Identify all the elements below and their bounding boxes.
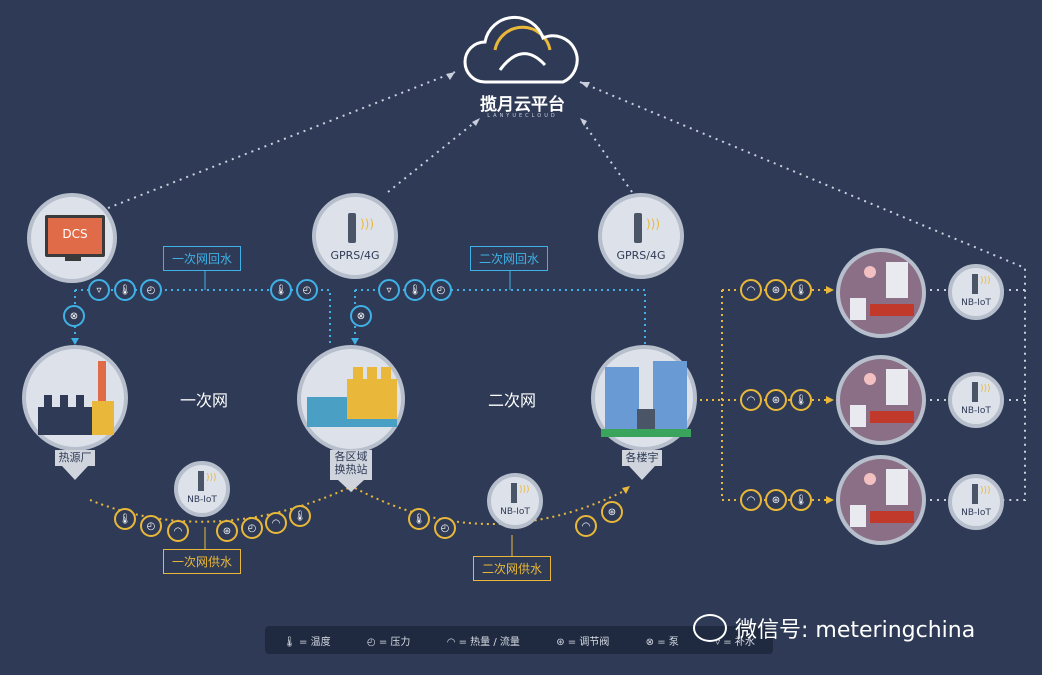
nbiot-node-room-3: ))) NB-IoT bbox=[948, 474, 1004, 530]
nbiot-node-room-2: ))) NB-IoT bbox=[948, 372, 1004, 428]
wechat-icon bbox=[693, 614, 727, 642]
legend-item-flow: ◠ = 热量 / 流量 bbox=[446, 636, 520, 648]
thermometer-icon: 🌡 bbox=[270, 279, 292, 301]
gprs-node-right: ))) GPRS/4G bbox=[598, 193, 684, 279]
makeup-water-icon: ▿ bbox=[88, 279, 110, 301]
flow-meter-icon: ◠ bbox=[167, 520, 189, 542]
antenna-icon bbox=[972, 484, 978, 504]
gauge-icon: ◴ bbox=[140, 515, 162, 537]
factory-icon bbox=[38, 361, 114, 435]
nbiot-node-room-1: ))) NB-IoT bbox=[948, 264, 1004, 320]
thermometer-icon: 🌡 bbox=[404, 279, 426, 301]
antenna-icon bbox=[634, 213, 642, 243]
nbiot-room-2-label: NB-IoT bbox=[961, 406, 991, 416]
makeup-water-icon: ▿ bbox=[378, 279, 400, 301]
nbiot-room-1-label: NB-IoT bbox=[961, 298, 991, 308]
room-icon bbox=[850, 369, 914, 427]
watermark: 微信号: meteringchina bbox=[693, 612, 975, 644]
room-node-1 bbox=[836, 248, 926, 338]
heat-source-label: 热源厂 bbox=[55, 450, 95, 466]
dcs-label: DCS bbox=[62, 227, 88, 241]
pump-icon: ⊗ bbox=[350, 305, 372, 327]
room-icon bbox=[850, 262, 914, 320]
primary-return-label: 一次网回水 bbox=[163, 246, 242, 271]
thermometer-icon: 🌡 bbox=[790, 389, 812, 411]
line-primary-return bbox=[75, 289, 331, 345]
gprs-node-left: ))) GPRS/4G bbox=[312, 193, 398, 279]
gauge-icon: ◴ bbox=[140, 279, 162, 301]
line-gprs-right-cloud bbox=[579, 117, 633, 193]
antenna-icon bbox=[972, 274, 978, 294]
pump-icon: ⊗ bbox=[63, 305, 85, 327]
heat-source-node bbox=[22, 345, 128, 451]
legend-item-makeup: ▿ = 补水 bbox=[715, 636, 755, 648]
gauge-icon: ◴ bbox=[434, 517, 456, 539]
nbiot-node-primary: ))) NB-IoT bbox=[174, 461, 230, 517]
nbiot-node-secondary: ))) NB-IoT bbox=[487, 473, 543, 529]
primary-supply-label: 一次网供水 bbox=[163, 549, 242, 574]
nbiot-primary-label: NB-IoT bbox=[187, 495, 217, 505]
valve-icon: ⊛ bbox=[765, 389, 787, 411]
antenna-icon bbox=[972, 382, 978, 402]
antenna-icon bbox=[511, 483, 517, 503]
line-gprs-left-cloud bbox=[387, 117, 481, 193]
valve-icon: ⊛ bbox=[216, 520, 238, 542]
antenna-icon bbox=[198, 471, 204, 491]
gauge-icon: ◴ bbox=[430, 279, 452, 301]
cloud-logo-icon bbox=[463, 15, 579, 84]
heat-exchange-station-icon bbox=[307, 367, 397, 427]
flow-meter-icon: ◠ bbox=[265, 512, 287, 534]
gprs-right-label: GPRS/4G bbox=[616, 249, 666, 262]
station-node bbox=[297, 345, 405, 453]
buildings-label: 各楼宇 bbox=[622, 450, 662, 466]
flow-meter-icon: ◠ bbox=[575, 515, 597, 537]
thermometer-icon: 🌡 bbox=[790, 279, 812, 301]
legend-item-pressure: ◴ = 压力 bbox=[366, 636, 411, 648]
thermometer-icon: 🌡 bbox=[289, 505, 311, 527]
legend: 🌡 = 温度 ◴ = 压力 ◠ = 热量 / 流量 ⊛ = 调节阀 ⊗ = 泵 … bbox=[265, 626, 773, 654]
antenna-icon bbox=[348, 213, 356, 243]
room-node-3 bbox=[836, 455, 926, 545]
primary-network-title: 一次网 bbox=[180, 391, 229, 410]
secondary-network-title: 二次网 bbox=[488, 391, 537, 410]
monitor-icon: DCS bbox=[45, 215, 105, 257]
thermometer-icon: 🌡 bbox=[114, 279, 136, 301]
cloud-platform: 揽月云平台 LANYUECLOUD bbox=[455, 10, 590, 125]
valve-icon: ⊛ bbox=[601, 501, 623, 523]
thermometer-icon: 🌡 bbox=[114, 508, 136, 530]
cloud-subtitle: LANYUECLOUD bbox=[487, 113, 558, 119]
gprs-left-label: GPRS/4G bbox=[330, 249, 380, 262]
station-label: 各区域 换热站 bbox=[330, 450, 372, 480]
valve-icon: ⊛ bbox=[765, 489, 787, 511]
legend-item-valve: ⊛ = 调节阀 bbox=[556, 636, 610, 648]
nbiot-secondary-label: NB-IoT bbox=[500, 507, 530, 517]
thermometer-icon: 🌡 bbox=[408, 508, 430, 530]
legend-item-pump: ⊗ = 泵 bbox=[645, 636, 679, 648]
nbiot-room-3-label: NB-IoT bbox=[961, 508, 991, 518]
cloud-title: 揽月云平台 bbox=[480, 95, 565, 115]
flow-meter-icon: ◠ bbox=[740, 489, 762, 511]
line-secondary-return bbox=[355, 289, 646, 345]
buildings-icon bbox=[601, 361, 691, 437]
buildings-node bbox=[591, 345, 697, 451]
dcs-node: DCS bbox=[27, 193, 117, 283]
gauge-icon: ◴ bbox=[296, 279, 318, 301]
valve-icon: ⊛ bbox=[765, 279, 787, 301]
line-secondary-supply bbox=[354, 487, 631, 525]
gauge-icon: ◴ bbox=[241, 517, 263, 539]
thermometer-icon: 🌡 bbox=[790, 489, 812, 511]
legend-item-temperature: 🌡 = 温度 bbox=[283, 636, 331, 648]
flow-meter-icon: ◠ bbox=[740, 279, 762, 301]
line-dcs-cloud bbox=[107, 71, 456, 209]
secondary-supply-label: 二次网供水 bbox=[473, 556, 552, 581]
secondary-return-label: 二次网回水 bbox=[470, 246, 549, 271]
watermark-text: 微信号: meteringchina bbox=[735, 618, 976, 643]
room-icon bbox=[850, 469, 914, 527]
room-node-2 bbox=[836, 355, 926, 445]
flow-meter-icon: ◠ bbox=[740, 389, 762, 411]
line-primary-supply bbox=[89, 484, 356, 523]
